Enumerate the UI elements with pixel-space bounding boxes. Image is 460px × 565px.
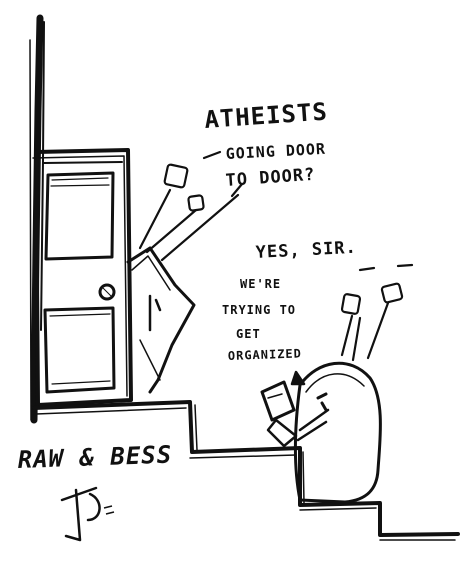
signature-monogram — [60, 486, 101, 542]
homeowner-speech-line-2: GOING DOOR — [225, 140, 326, 163]
visitor-speech-line-5: ORGANIZED — [228, 346, 302, 363]
visitor-figure — [260, 361, 382, 504]
door-upper-panel — [44, 171, 115, 261]
front-door — [32, 148, 133, 407]
speech-tail-homeowner — [138, 150, 244, 262]
homeowner-speech-line-1: ATHEISTS — [203, 97, 328, 134]
visitor-speech-line-4: GET — [236, 327, 261, 341]
visitor-speech-line-1: YES, SIR. — [255, 238, 357, 263]
homeowner-speech-line-3: TO DOOR? — [225, 165, 316, 191]
homeowner-figure — [126, 246, 196, 394]
visitor-eye — [316, 392, 328, 412]
porch-steps — [32, 400, 460, 541]
signature-text: RAW & BESS — [17, 441, 172, 474]
visitor-speech-line-3: TRYING TO — [222, 303, 296, 317]
pamphlet-icon — [260, 380, 296, 422]
visitor-speech-line-2: WE'RE — [240, 277, 281, 291]
door-lower-panel — [43, 306, 116, 394]
doorknob-icon — [98, 283, 116, 301]
artist-signature: RAW & BESS — [17, 441, 173, 542]
speech-tail-visitor — [340, 263, 414, 362]
